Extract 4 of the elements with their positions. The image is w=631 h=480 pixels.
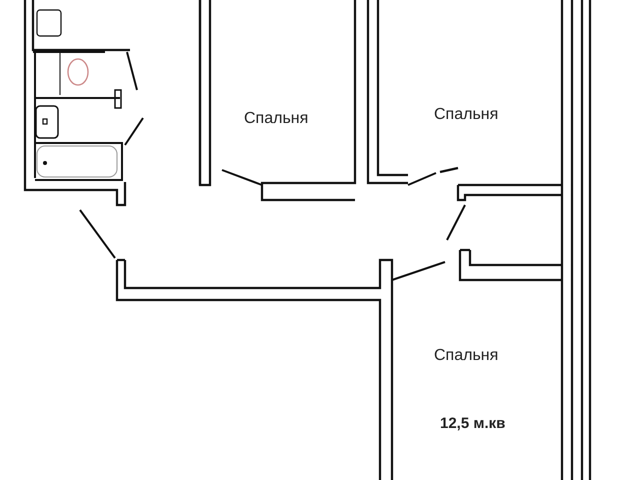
room-label: Спальня xyxy=(434,347,498,365)
room-label: Спальня xyxy=(244,110,308,128)
room-label: Спальня xyxy=(434,106,498,124)
area-label: 12,5 м.кв xyxy=(440,415,506,432)
